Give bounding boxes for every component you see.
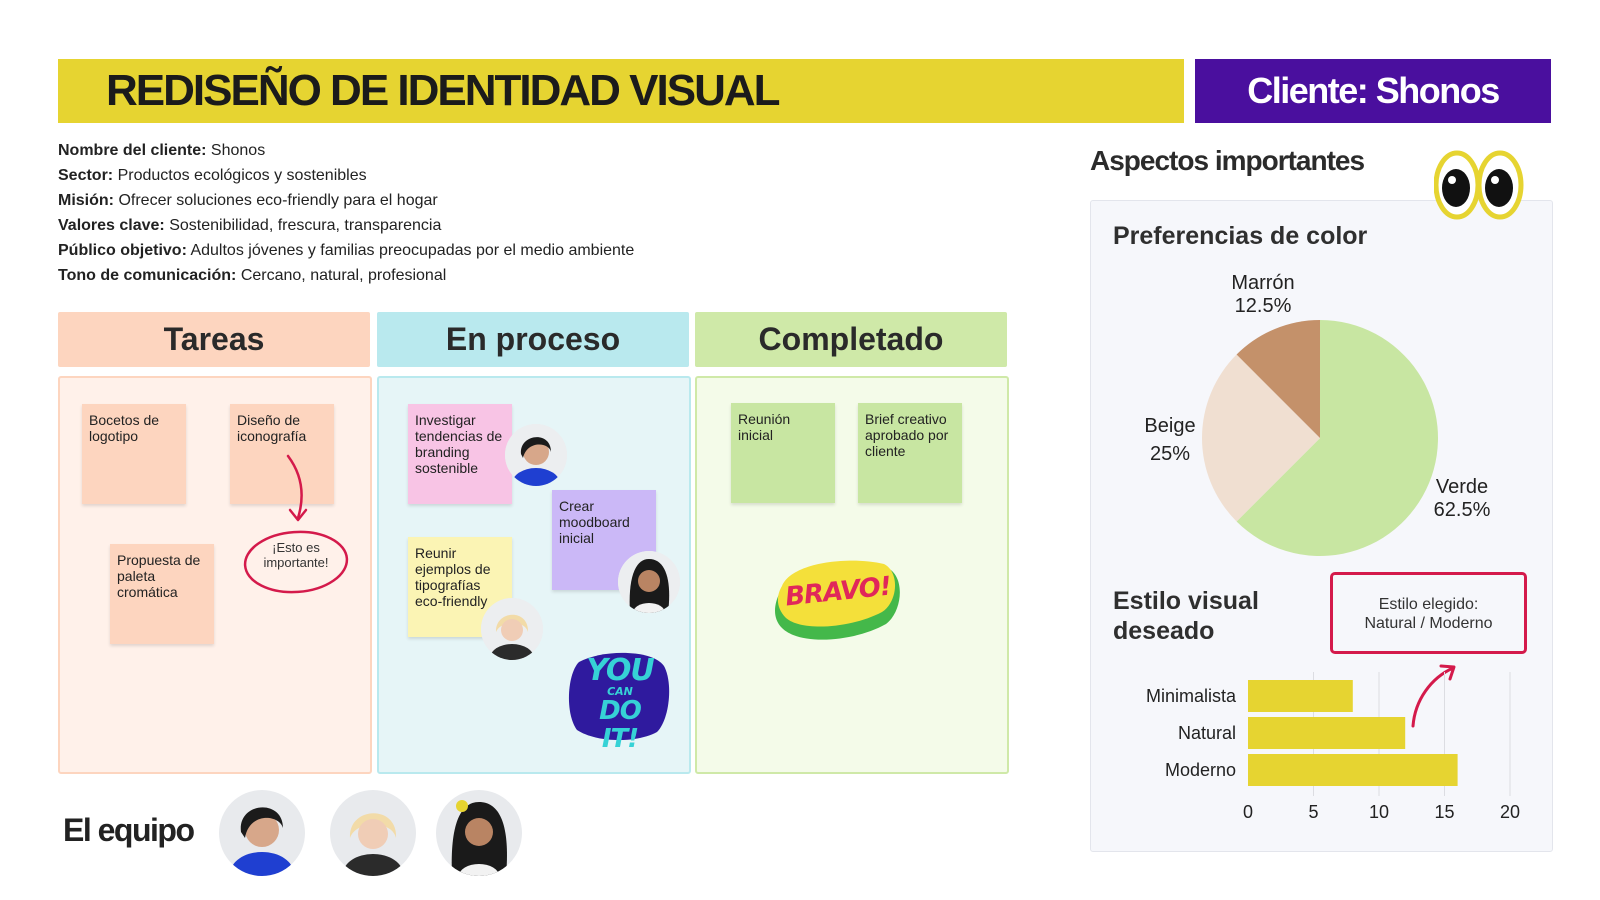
- y-category-label: Moderno: [1165, 760, 1236, 780]
- sticky-note[interactable]: Diseño de iconografía: [230, 404, 334, 504]
- pie-chart: [1202, 320, 1438, 556]
- column-header-tareas[interactable]: Tareas: [58, 312, 370, 367]
- annotation-important: ¡Esto es importante!: [263, 540, 329, 570]
- sticky-note[interactable]: Propuesta de paleta cromática: [110, 544, 214, 644]
- column-header-en-proceso[interactable]: En proceso: [377, 312, 689, 367]
- bravo-sticker: [775, 560, 900, 640]
- avatar: [618, 551, 680, 613]
- you-can-do-it-sticker: [568, 652, 670, 741]
- pie-slice-beige: [1202, 354, 1320, 522]
- info-row-client: Nombre del cliente: Shonos: [58, 142, 266, 159]
- page-title: REDISEÑO DE IDENTIDAD VISUAL: [106, 66, 781, 115]
- annotation-arrow-icon: [1411, 664, 1456, 728]
- avatar[interactable]: [219, 790, 305, 876]
- client-info: Nombre del cliente: Shonos Sector: Produ…: [58, 138, 634, 288]
- info-row-audience: Público objetivo: Adultos jóvenes y fami…: [58, 242, 635, 259]
- sticker-text: YOU CAN DO IT!: [586, 653, 655, 754]
- annotation-arrow-icon: [243, 454, 349, 594]
- x-tick-label: 5: [1308, 802, 1318, 822]
- avatar[interactable]: [436, 790, 522, 876]
- pie-label-marron: Marrón 12.5%: [1231, 272, 1295, 317]
- client-badge: Cliente: Shonos: [1195, 59, 1551, 123]
- chosen-style-box: Estilo elegido: Natural / Moderno: [1330, 572, 1527, 654]
- eyes-icon: [1434, 150, 1524, 220]
- bar-minimalista: [1248, 680, 1353, 712]
- column-header-completado[interactable]: Completado: [695, 312, 1007, 367]
- bar-natural: [1248, 717, 1406, 749]
- sticky-note[interactable]: Reunión inicial: [731, 403, 835, 503]
- info-row-mission: Misión: Ofrecer soluciones eco-friendly …: [58, 192, 438, 209]
- pie-label-verde: Verde 62.5%: [1433, 476, 1491, 521]
- avatar: [505, 424, 567, 486]
- info-row-values: Valores clave: Sostenibilidad, frescura,…: [58, 217, 442, 234]
- team-label: El equipo: [63, 812, 195, 848]
- avatar[interactable]: [330, 790, 416, 876]
- info-row-tone: Tono de comunicación: Cercano, natural, …: [58, 267, 447, 284]
- pie-slice-verde: [1236, 320, 1438, 556]
- x-tick-label: 0: [1243, 802, 1253, 822]
- sticky-note[interactable]: Brief creativo aprobado por cliente: [858, 403, 962, 503]
- x-tick-label: 10: [1369, 802, 1389, 822]
- y-category-label: Minimalista: [1146, 686, 1237, 706]
- pie-label-beige: Beige 25%: [1144, 415, 1196, 465]
- sticky-note[interactable]: Bocetos de logotipo: [82, 404, 186, 504]
- x-tick-label: 15: [1434, 802, 1454, 822]
- pie-slice-marrón: [1236, 320, 1320, 438]
- bar-chart-title: Estilo visual deseado: [1113, 587, 1259, 645]
- info-row-sector: Sector: Productos ecológicos y sostenibl…: [58, 167, 367, 184]
- sticky-note[interactable]: Investigar tendencias de branding sosten…: [408, 404, 512, 504]
- avatar: [481, 598, 543, 660]
- bar-moderno: [1248, 754, 1458, 786]
- title-banner: REDISEÑO DE IDENTIDAD VISUAL: [58, 59, 1184, 123]
- sticky-note[interactable]: Crear moodboard inicial: [552, 490, 656, 590]
- aspects-title: Aspectos importantes: [1090, 145, 1365, 176]
- pie-chart-title: Preferencias de color: [1113, 222, 1368, 250]
- y-category-label: Natural: [1178, 723, 1236, 743]
- x-tick-label: 20: [1500, 802, 1520, 822]
